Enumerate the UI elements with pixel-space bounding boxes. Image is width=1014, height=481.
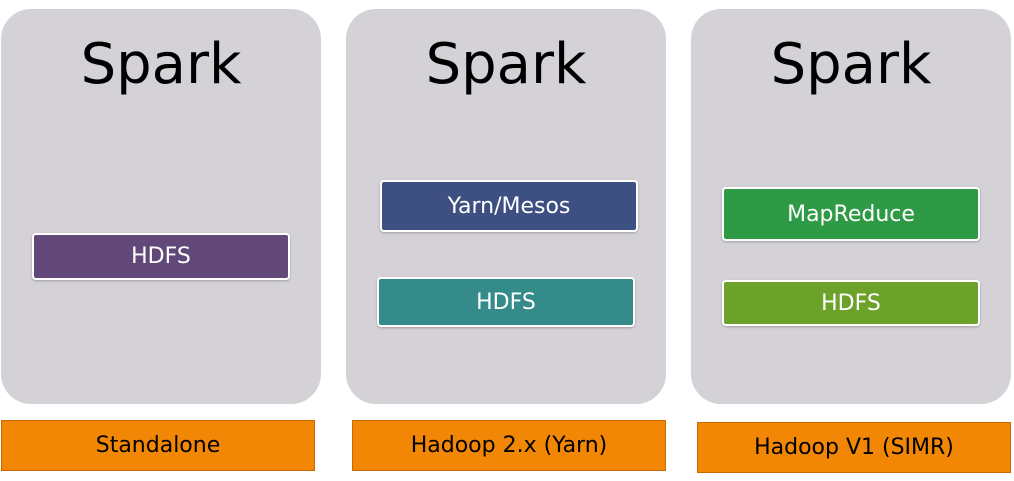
layer-hdfs: HDFS [377, 277, 635, 327]
panel-title: Spark [770, 32, 932, 97]
panel-title: Spark [425, 32, 587, 97]
mode-label-hadoop1: Hadoop V1 (SIMR) [697, 422, 1011, 473]
panel-standalone: Spark [1, 9, 321, 404]
panel-title: Spark [80, 32, 242, 97]
layer-mapreduce: MapReduce [722, 187, 980, 241]
mode-label-standalone: Standalone [1, 420, 315, 471]
layer-hdfs: HDFS [32, 233, 290, 280]
layer-yarn-mesos: Yarn/Mesos [380, 180, 638, 232]
mode-label-hadoop2: Hadoop 2.x (Yarn) [352, 420, 666, 471]
layer-hdfs: HDFS [722, 280, 980, 326]
